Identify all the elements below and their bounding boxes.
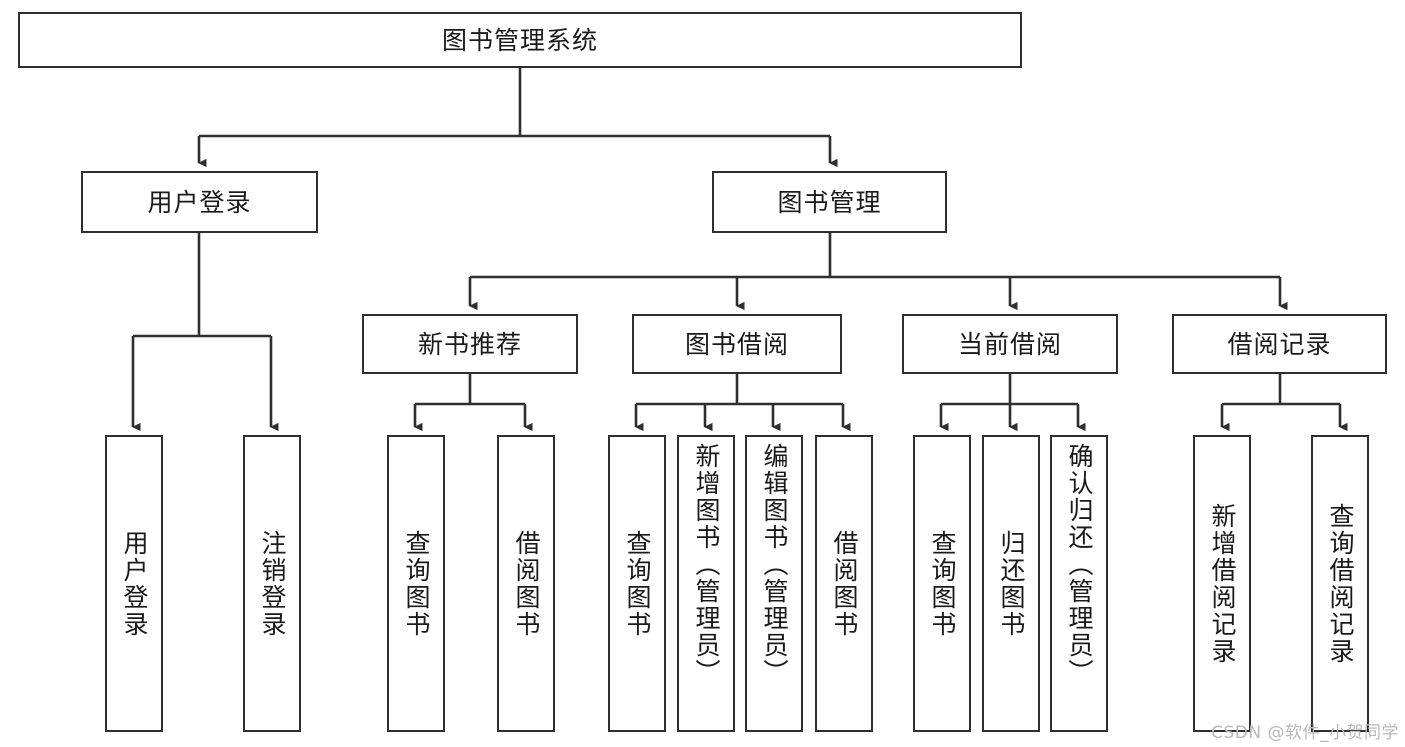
leaf-edit-book-admin[interactable]: 编辑图书（管理员） bbox=[745, 435, 803, 732]
leaf-query-book-recommend[interactable]: 查询图书 bbox=[387, 435, 445, 732]
leaf-add-book-admin[interactable]: 新增图书（管理员） bbox=[677, 435, 735, 732]
node-current-borrow[interactable]: 当前借阅 bbox=[902, 314, 1118, 374]
node-borrow-record[interactable]: 借阅记录 bbox=[1172, 314, 1387, 374]
node-user-login[interactable]: 用户登录 bbox=[81, 171, 318, 233]
leaf-return-book[interactable]: 归还图书 bbox=[982, 435, 1040, 732]
leaf-query-book-borrow[interactable]: 查询图书 bbox=[608, 435, 666, 732]
node-book-management[interactable]: 图书管理 bbox=[712, 171, 947, 233]
node-root-system[interactable]: 图书管理系统 bbox=[18, 12, 1022, 68]
leaf-add-borrow-record[interactable]: 新增借阅记录 bbox=[1193, 435, 1251, 732]
leaf-query-book-current[interactable]: 查询图书 bbox=[913, 435, 971, 732]
leaf-user-login[interactable]: 用户登录 bbox=[105, 435, 163, 732]
leaf-user-logout[interactable]: 注销登录 bbox=[243, 435, 301, 732]
leaf-confirm-return-admin[interactable]: 确认归还（管理员） bbox=[1050, 435, 1108, 732]
leaf-borrow-book-borrow[interactable]: 借阅图书 bbox=[815, 435, 873, 732]
leaf-borrow-book-recommend[interactable]: 借阅图书 bbox=[497, 435, 555, 732]
node-book-borrow[interactable]: 图书借阅 bbox=[632, 314, 842, 374]
node-new-book-recommend[interactable]: 新书推荐 bbox=[362, 314, 578, 374]
leaf-query-borrow-record[interactable]: 查询借阅记录 bbox=[1311, 435, 1369, 732]
csdn-watermark: CSDN @软件_小贺同学 bbox=[1211, 723, 1399, 743]
